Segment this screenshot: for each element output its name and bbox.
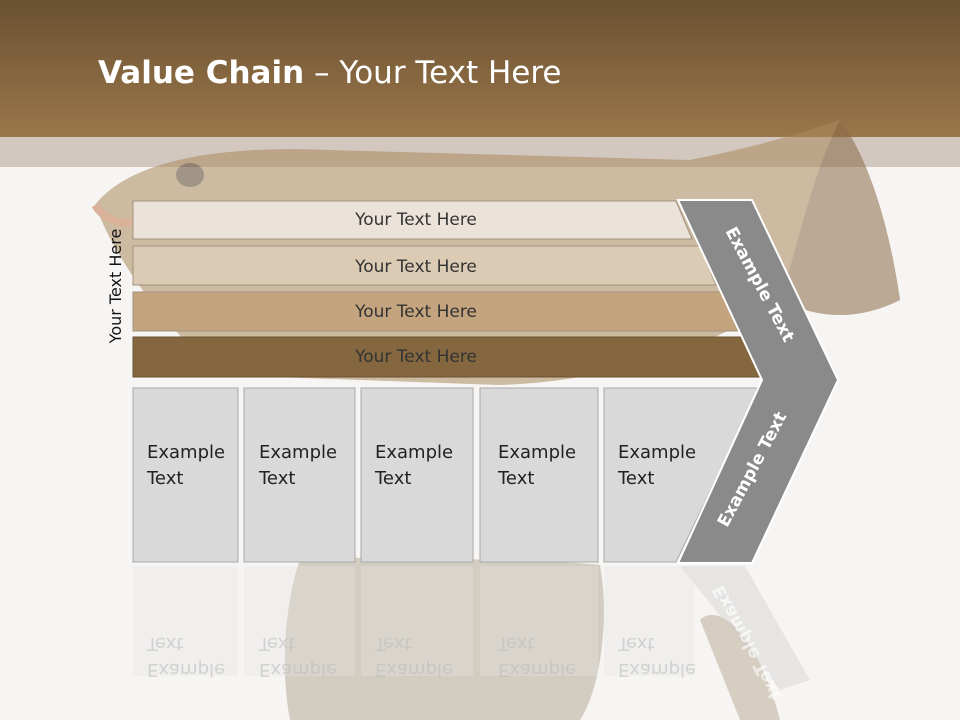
column-text-4-line2: Text (498, 468, 535, 489)
column-text-4: Example Text (498, 440, 576, 492)
column-text-2: Example Text (259, 440, 337, 492)
column-reflection-text-2: Example Text (259, 630, 337, 682)
row-bar-1 (132, 200, 693, 240)
column-reflection-text-4-line2: Text (498, 633, 535, 654)
column-text-2-line2: Text (259, 468, 296, 489)
column-box-1 (132, 387, 239, 563)
page-title: Value Chain – Your Text Here (98, 55, 561, 91)
row-bar-2 (132, 245, 717, 286)
column-reflection-3 (361, 566, 473, 676)
column-reflection-text-4-line1: Example (498, 659, 577, 680)
header-band (0, 0, 960, 137)
title-rest: – Your Text Here (304, 55, 562, 91)
column-box-2 (243, 387, 356, 563)
column-text-1: Example Text (147, 440, 225, 492)
column-reflection-text-1-line1: Example (147, 659, 226, 680)
column-text-3: Example Text (375, 440, 453, 492)
column-reflection-1 (133, 566, 238, 676)
row-label-1: Your Text Here (354, 210, 477, 230)
column-reflection-text-2-line1: Example (259, 659, 338, 680)
column-text-5-line2: Text (618, 468, 655, 489)
column-box-4 (479, 387, 599, 563)
column-reflection-text-2-line2: Text (259, 633, 296, 654)
column-reflection-5 (604, 566, 694, 676)
column-box-5 (603, 387, 761, 563)
column-text-5: Example Text (618, 440, 696, 492)
column-reflection-text-5-line2: Text (618, 633, 655, 654)
title-bold: Value Chain (98, 55, 305, 91)
column-reflection-text-3: Example Text (375, 630, 453, 682)
row-label-2: Your Text Here (354, 257, 477, 277)
chevron-arrow (676, 199, 840, 564)
column-reflection-text-3-line1: Example (375, 659, 454, 680)
column-reflection-text-3-line2: Text (375, 633, 412, 654)
column-reflection-text-4: Example Text (498, 630, 576, 682)
column-text-3-line1: Example (375, 442, 454, 463)
column-reflection-text-1: Example Text (147, 630, 225, 682)
row-label-4: Your Text Here (354, 347, 477, 367)
row-bar-3 (132, 291, 739, 332)
row-label-3: Your Text Here (354, 302, 477, 322)
column-text-3-line2: Text (375, 468, 412, 489)
chevron-reflection (680, 566, 810, 690)
column-reflection-text-5-line1: Example (618, 659, 697, 680)
column-reflection-2 (244, 566, 355, 676)
column-reflection-text-5: Example Text (618, 630, 696, 682)
column-text-1-line2: Text (147, 468, 184, 489)
column-reflection-4 (480, 566, 598, 676)
column-box-3 (360, 387, 474, 563)
column-reflection-text-1-line2: Text (147, 633, 184, 654)
column-text-1-line1: Example (147, 442, 226, 463)
column-text-5-line1: Example (618, 442, 697, 463)
column-text-4-line1: Example (498, 442, 577, 463)
column-text-2-line1: Example (259, 442, 338, 463)
